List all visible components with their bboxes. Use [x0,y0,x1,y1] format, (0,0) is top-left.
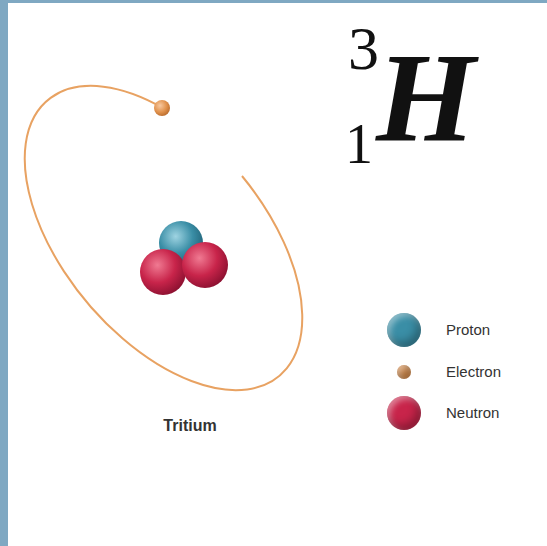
top-bar [0,0,547,3]
electron-orbit [25,86,303,390]
neutron [140,249,186,295]
legend-label: Proton [446,321,490,339]
legend-label: Electron [446,363,501,381]
atom-caption: Tritium [163,416,216,435]
side-bar [0,0,8,546]
mass-number: 3 [348,17,379,79]
atomic-number: 1 [345,116,373,172]
legend-label: Neutron [446,404,499,422]
neutron [182,242,228,288]
legend-swatch [387,396,421,430]
element-symbol: H [376,33,476,161]
legend-swatch [387,313,421,347]
electron [154,100,170,116]
legend-swatch [397,365,411,379]
